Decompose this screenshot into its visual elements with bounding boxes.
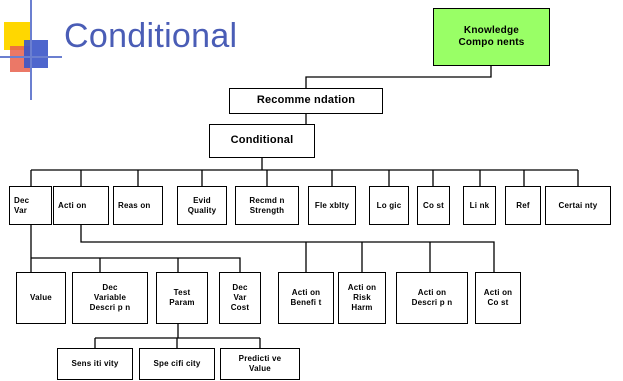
drops-row1 <box>30 170 579 186</box>
title-decoration <box>0 0 62 100</box>
test-param-box: Test Param <box>156 272 208 324</box>
connector-testparam-children <box>94 324 261 348</box>
ref-box: Ref <box>505 186 541 225</box>
connector-knowledge-recommendation <box>305 66 492 88</box>
logic-box: Lo gic <box>369 186 409 225</box>
conditional-box: Conditional <box>209 124 315 158</box>
sensitivity-box: Sens iti vity <box>57 348 133 380</box>
evid-quality-box: Evid Quality <box>177 186 227 225</box>
action-descripn-box: Acti on Descri p n <box>396 272 468 324</box>
predictive-value-box: Predicti ve Value <box>220 348 300 380</box>
action-risk-harm-box: Acti on Risk Harm <box>338 272 386 324</box>
dec-var-box: Dec Var <box>9 186 52 225</box>
knowledge-components-box: Knowledge Compo nents <box>433 8 550 66</box>
dec-var-cost-box: Dec Var Cost <box>219 272 261 324</box>
slide-title: Conditional <box>64 17 238 55</box>
connector-action-children <box>80 225 495 272</box>
action-box: Acti on <box>53 186 109 225</box>
flexblty-box: Fle xblty <box>308 186 356 225</box>
value-box: Value <box>16 272 66 324</box>
reason-box: Reas on <box>113 186 163 225</box>
decoration-blue-square <box>24 40 48 68</box>
cost-box: Co st <box>417 186 450 225</box>
recommendation-box: Recomme ndation <box>229 88 383 114</box>
recmdn-strength-box: Recmd n Strength <box>235 186 299 225</box>
connector-decvar-children <box>30 225 241 272</box>
dec-variable-descripn-box: Dec Variable Descri p n <box>72 272 148 324</box>
certainty-box: Certai nty <box>545 186 611 225</box>
specificity-box: Spe cifi city <box>139 348 215 380</box>
action-benefit-box: Acti on Benefi t <box>278 272 334 324</box>
decoration-vertical-line <box>30 0 32 100</box>
link-box: Li nk <box>463 186 496 225</box>
action-cost-box: Acti on Co st <box>475 272 521 324</box>
